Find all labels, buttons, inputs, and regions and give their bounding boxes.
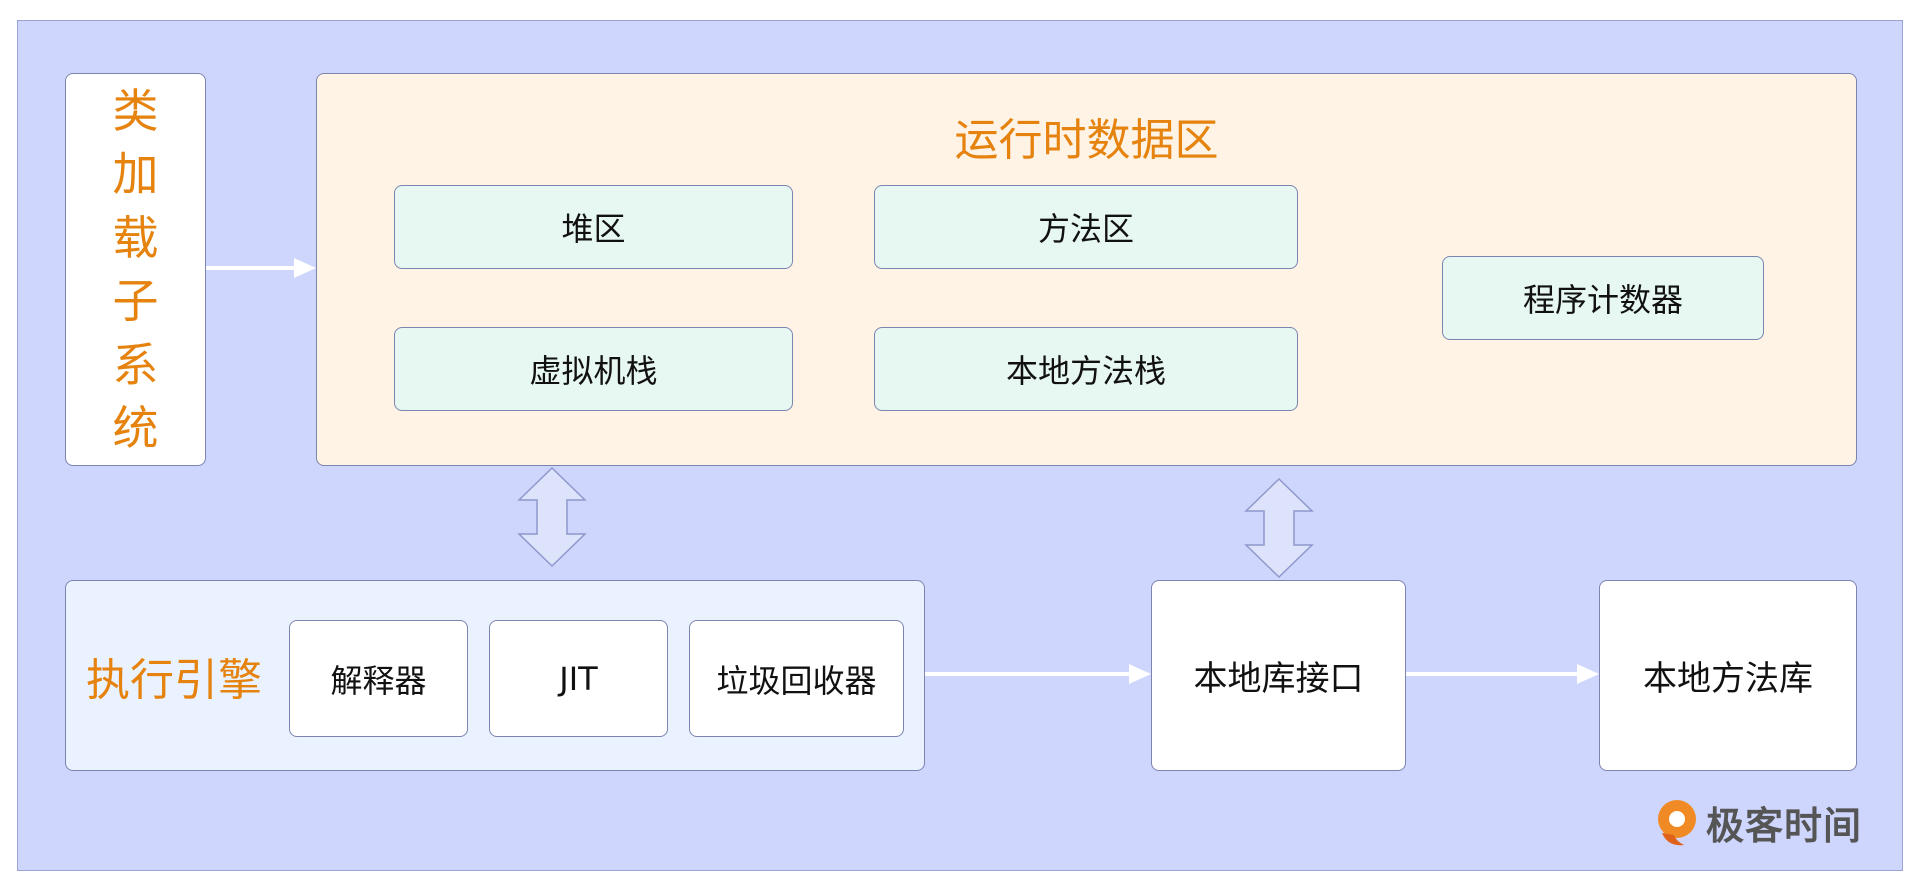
class-loader-char: 加 bbox=[112, 147, 159, 202]
heap-label: 堆区 bbox=[561, 210, 626, 248]
arrow-runtime-engine bbox=[517, 466, 587, 568]
native-library-box: 本地方法库 bbox=[1599, 580, 1857, 771]
runtime-data-area-title: 运行时数据区 bbox=[954, 115, 1219, 166]
native-method-stack-box: 本地方法栈 bbox=[874, 327, 1298, 411]
garbage-collector-box: 垃圾回收器 bbox=[689, 620, 904, 737]
arrow-runtime-native-interface bbox=[1244, 477, 1314, 579]
method-area-box: 方法区 bbox=[874, 185, 1298, 269]
arrow-classloader-to-runtime bbox=[206, 258, 316, 278]
arrow-native-interface-to-library bbox=[1406, 664, 1599, 684]
arrow-engine-to-native-interface bbox=[925, 664, 1151, 684]
native-library-label: 本地方法库 bbox=[1643, 659, 1813, 699]
native-interface-label: 本地库接口 bbox=[1193, 659, 1364, 699]
jit-label: JIT bbox=[559, 659, 598, 698]
vm-stack-label: 虚拟机栈 bbox=[529, 352, 658, 390]
geektime-logo-text: 极客时间 bbox=[1706, 804, 1863, 848]
jit-box: JIT bbox=[489, 620, 668, 737]
class-loader-char: 载 bbox=[112, 210, 159, 265]
geektime-logo-icon bbox=[1658, 799, 1696, 845]
vm-stack-box: 虚拟机栈 bbox=[394, 327, 793, 411]
class-loader-box: 类 加 载 子 系 统 bbox=[65, 73, 206, 466]
heap-box: 堆区 bbox=[394, 185, 793, 269]
program-counter-box: 程序计数器 bbox=[1442, 256, 1764, 340]
program-counter-label: 程序计数器 bbox=[1522, 281, 1683, 319]
native-method-stack-label: 本地方法栈 bbox=[1005, 352, 1166, 390]
native-interface-box: 本地库接口 bbox=[1151, 580, 1406, 771]
interpreter-box: 解释器 bbox=[289, 620, 468, 737]
garbage-collector-label: 垃圾回收器 bbox=[716, 661, 877, 700]
method-area-label: 方法区 bbox=[1037, 210, 1134, 248]
class-loader-char: 子 bbox=[112, 274, 159, 329]
execution-engine-title: 执行引擎 bbox=[86, 654, 262, 706]
geektime-logo: 极客时间 bbox=[1654, 795, 1862, 850]
class-loader-char: 类 bbox=[112, 84, 159, 138]
interpreter-label: 解释器 bbox=[330, 661, 427, 700]
class-loader-char: 统 bbox=[112, 400, 159, 455]
class-loader-char: 系 bbox=[112, 337, 159, 392]
class-loader-label: 类 加 载 子 系 统 bbox=[66, 88, 205, 451]
